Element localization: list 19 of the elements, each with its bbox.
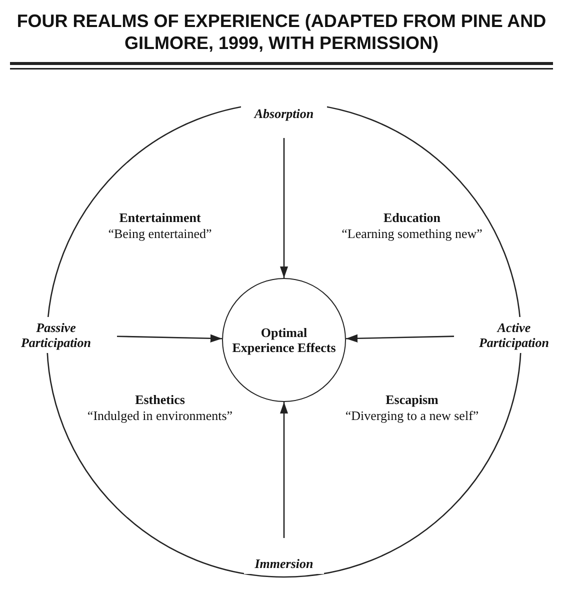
center-label: Optimal Experience Effects	[231, 325, 337, 355]
center-circle	[222, 278, 346, 402]
arrow	[280, 138, 288, 278]
axis-text: Absorption	[254, 106, 314, 120]
arrow	[346, 334, 454, 342]
axis-text: Active Participation	[478, 320, 550, 350]
realm-heading: Esthetics	[135, 392, 185, 407]
realm-description: “Indulged in environments”	[87, 408, 233, 423]
axis-text: Passive Participation	[20, 320, 92, 350]
realm-heading: Education	[383, 210, 441, 225]
realm-description: “Being entertained”	[108, 226, 212, 241]
title: FOUR REALMS OF EXPERIENCE (ADAPTED FROM PINE AND GILMORE, 1999, WITH PERMISSION)	[16, 10, 548, 54]
axis-text: Immersion	[254, 556, 314, 570]
arrow	[280, 402, 288, 538]
realm-heading: Escapism	[386, 392, 438, 407]
arrow	[116, 334, 222, 342]
realm-description: “Diverging to a new self”	[345, 408, 479, 423]
realm-heading: Entertainment	[119, 210, 201, 225]
realm-description: “Learning something new”	[342, 226, 482, 241]
